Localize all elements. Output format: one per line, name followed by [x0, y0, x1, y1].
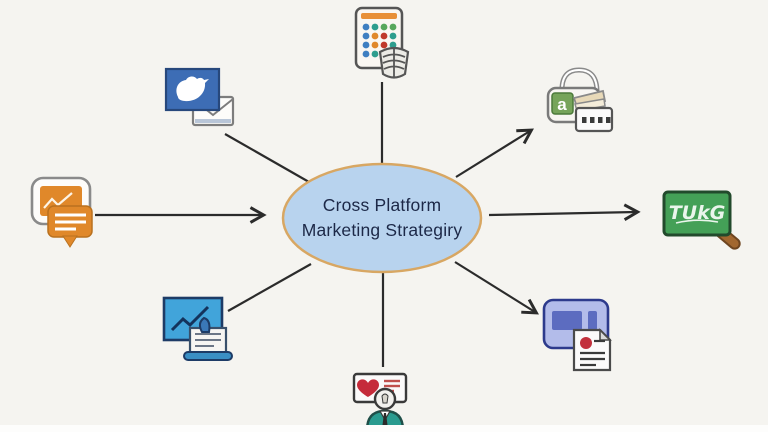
bag-letter: a [557, 95, 567, 114]
board-scribble-text: TUkG [669, 202, 726, 224]
chat-bubbles-icon [30, 176, 93, 248]
green-board-magnifier-icon: TUkG [662, 190, 741, 250]
social-media-node [158, 64, 240, 140]
calculator-node [350, 6, 416, 82]
tablet-report-document-icon [542, 298, 612, 372]
center-title: Cross Platform Marketing Strategiry [283, 164, 481, 272]
analytics-node [156, 292, 244, 374]
bottom-strip [0, 425, 768, 432]
seal-glyph [580, 337, 592, 349]
ribcage-glyph [378, 46, 410, 79]
center-title-line1: Cross Platform [322, 195, 442, 215]
line-bottom-left [227, 263, 312, 312]
search-board-node: TUkG [660, 188, 748, 256]
twitter-monitor-envelope-icon [164, 67, 235, 127]
calculator-ribcage-icon [354, 6, 410, 79]
line-top-left [224, 133, 317, 187]
reports-node [534, 292, 626, 376]
arrow-right [488, 203, 641, 221]
person-heart-card-icon [352, 372, 408, 432]
messaging-node [18, 176, 100, 256]
arrow-top-right [455, 128, 534, 178]
center-title-line2: Marketing Strategiry [301, 220, 463, 240]
heart-glyph [357, 379, 379, 397]
customer-loyalty-node [352, 370, 418, 432]
center-ellipse [281, 162, 483, 274]
analytics-monitor-document-icon [162, 296, 233, 361]
pen-glyph [198, 316, 211, 333]
arrow-bottom-right [454, 261, 539, 315]
shopping-bag-cards-icon: a [546, 67, 614, 133]
ecommerce-node: a [536, 62, 618, 142]
